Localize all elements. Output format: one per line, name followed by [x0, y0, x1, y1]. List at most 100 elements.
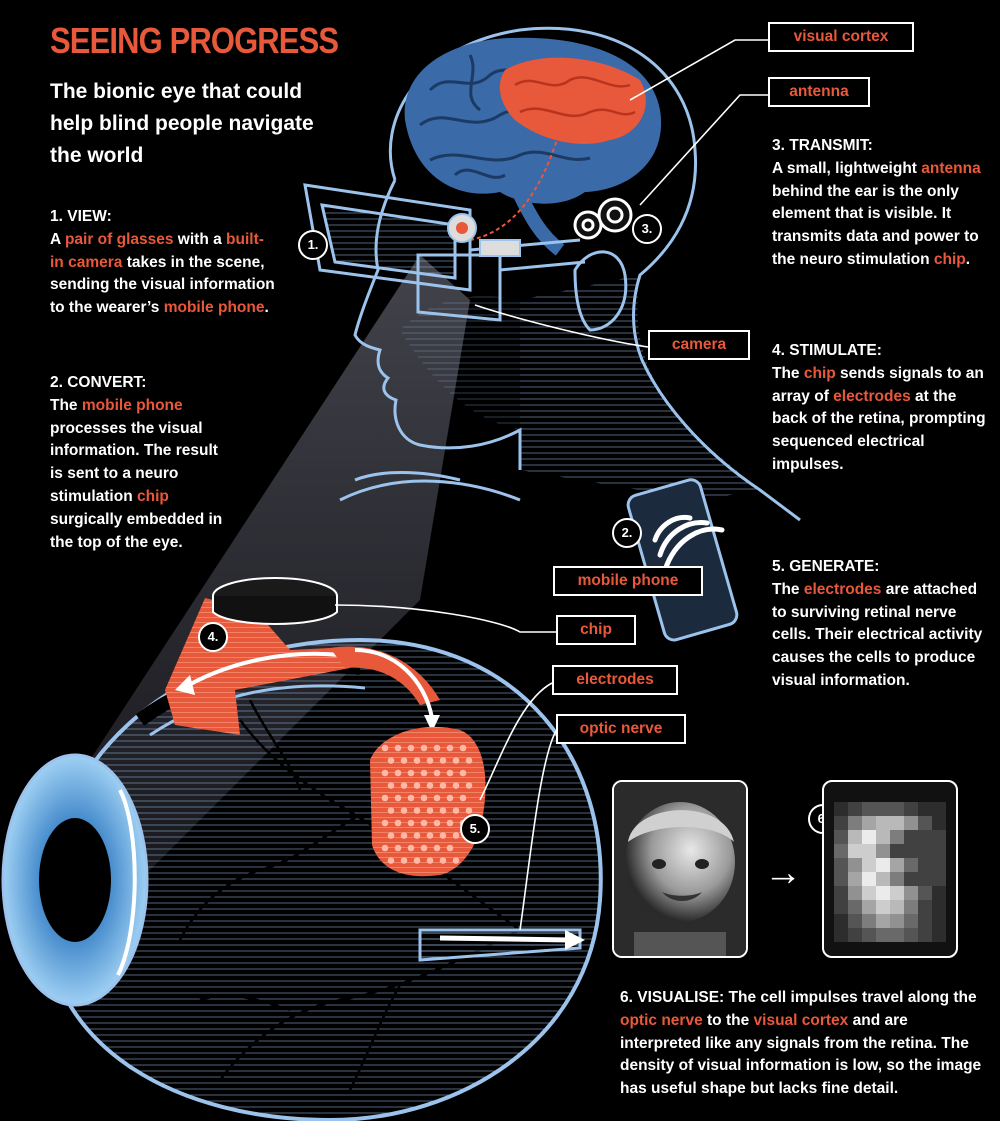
leader-lines: [334, 39, 768, 931]
pixel-cell: [862, 802, 876, 816]
electrode-dot: [381, 819, 389, 827]
pixel-cell: [918, 830, 932, 844]
step-view-body: A pair of glasses with a built-in camera…: [50, 231, 275, 316]
body-text: A: [50, 230, 65, 248]
pixel-cell: [932, 858, 946, 872]
electrode-dot: [387, 757, 395, 764]
body-text: with a: [173, 230, 227, 248]
pixel-cell: [876, 872, 890, 886]
pixel-cell: [876, 900, 890, 914]
step-convert: 2. CONVERT: The mobile phone processes t…: [50, 372, 235, 554]
electrode-dot: [459, 744, 467, 752]
pixel-cell: [904, 914, 918, 928]
pixel-cell: [834, 872, 848, 886]
pixel-cell: [848, 928, 862, 942]
pixel-cell: [904, 816, 918, 830]
pixel-cell: [834, 816, 848, 830]
face-shading: [400, 296, 520, 430]
body-text: The: [772, 580, 804, 598]
pixel-cell: [876, 928, 890, 942]
page-subtitle: The bionic eye that could help blind peo…: [50, 80, 314, 167]
step-visualise-body: The cell impulses travel along the optic…: [620, 989, 981, 1097]
pixel-cell: [862, 928, 876, 942]
pixel-cell: [862, 886, 876, 900]
body-text: The cell impulses travel along the: [724, 989, 977, 1006]
electrode-dot: [446, 769, 454, 777]
pixel-cell: [904, 872, 918, 886]
pixel-cell: [862, 858, 876, 872]
step-stimulate-body: The chip sends signals to an array of el…: [772, 365, 986, 473]
pixelated-image: [834, 802, 946, 942]
electrode-dot: [446, 794, 454, 802]
pixel-cell: [848, 844, 862, 858]
pixel-cell: [890, 900, 904, 914]
electrode-dot: [465, 782, 473, 789]
marker-1: 1.: [298, 230, 328, 260]
pixel-cell: [932, 816, 946, 830]
neck-shading: [520, 275, 760, 500]
body-text: to the: [702, 1011, 754, 1029]
pixel-cell: [932, 844, 946, 858]
electrode-dot: [452, 807, 460, 814]
pixel-cell: [862, 872, 876, 886]
step-convert-body: The mobile phone processes the visual in…: [50, 397, 222, 551]
highlight-term: chip: [803, 364, 836, 382]
marker-3: 3.: [632, 214, 662, 244]
pixel-cell: [862, 900, 876, 914]
pixel-cell: [932, 914, 946, 928]
pixel-cell: [848, 900, 862, 914]
highlight-term: mobile phone: [81, 396, 183, 414]
pixel-cell: [834, 830, 848, 844]
pixel-cell: [918, 844, 932, 858]
electrode-band: [330, 646, 440, 732]
electrode-dot: [452, 757, 460, 764]
step-transmit-body: A small, lightweight antenna behind the …: [772, 160, 981, 268]
callout-chip: chip: [556, 615, 636, 645]
electrode-dot: [433, 769, 441, 777]
pixel-cell: [918, 900, 932, 914]
pixel-cell: [918, 802, 932, 816]
nerve-path: [469, 129, 561, 241]
pixel-cell: [848, 914, 862, 928]
electrode-dot: [413, 857, 421, 864]
eyeball: [1, 637, 603, 1121]
body-text: are attached to surviving retinal nerve …: [772, 580, 983, 689]
electrode-dot: [452, 782, 460, 789]
pixel-cell: [834, 802, 848, 816]
callout-optic-nerve: optic nerve: [556, 714, 686, 744]
highlight-term: electrodes: [833, 387, 911, 405]
callout-camera: camera: [648, 330, 750, 360]
electrode-dot: [381, 769, 389, 777]
electrode-dot: [407, 794, 415, 802]
pixel-cell: [932, 802, 946, 816]
pixel-cell: [904, 802, 918, 816]
ear: [573, 250, 628, 332]
electrode-dot: [446, 844, 454, 852]
pixel-cell: [876, 830, 890, 844]
pixel-cell: [904, 886, 918, 900]
body-text: sends signals to an array of: [772, 364, 984, 405]
marker-5: 5.: [460, 814, 490, 844]
highlight-term: antenna: [921, 159, 981, 177]
electrode-dot: [439, 832, 447, 839]
pixel-cell: [834, 928, 848, 942]
pixel-cell: [904, 830, 918, 844]
callout-visual-cortex: visual cortex: [768, 22, 914, 52]
body-text: The: [50, 396, 82, 414]
body-text: A small, lightweight: [772, 159, 922, 177]
callout-antenna: antenna: [768, 77, 870, 107]
marker-2: 2.: [612, 518, 642, 548]
pixel-cell: [904, 928, 918, 942]
step-generate-heading: 5. GENERATE:: [772, 558, 880, 575]
body-text: The: [772, 364, 804, 382]
pixel-cell: [890, 830, 904, 844]
marker-4: 4.: [198, 622, 228, 652]
electrode-dot: [426, 757, 434, 764]
electrode-dot: [446, 819, 454, 827]
pixel-cell: [890, 886, 904, 900]
pixel-cell: [848, 802, 862, 816]
electrode-dot: [400, 782, 408, 789]
electrode-dot: [420, 744, 428, 752]
electrode-dot: [452, 857, 460, 864]
electrode-dot: [413, 757, 421, 764]
